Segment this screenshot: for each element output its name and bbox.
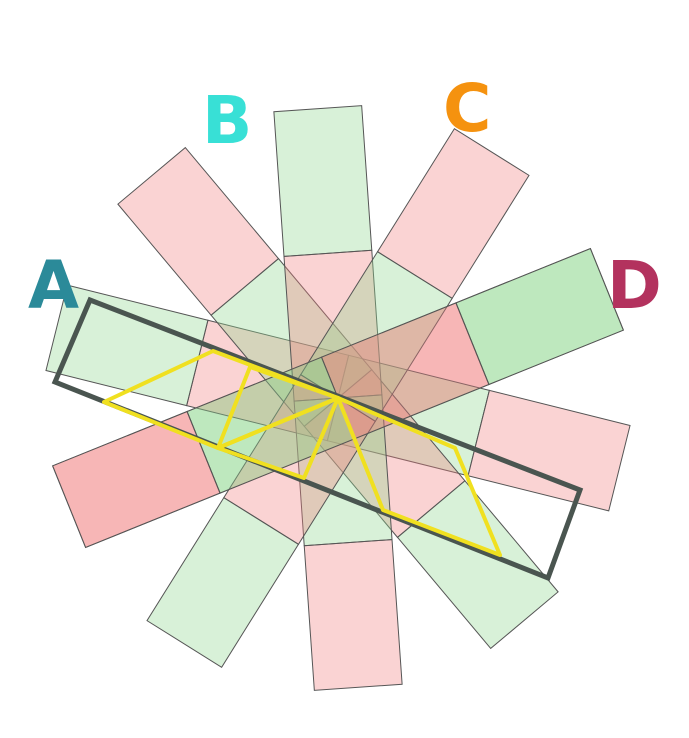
tile-segment (273, 105, 373, 257)
yellow-outlined-pieces (102, 349, 502, 557)
yellow-small-quad (216, 365, 340, 450)
label-d: D (607, 247, 662, 324)
tile-segment (396, 480, 559, 650)
yellow-right-quad (336, 396, 502, 557)
label-c: C (443, 70, 491, 147)
label-b: B (202, 82, 252, 159)
tile-segment (146, 496, 300, 668)
tile-segment (303, 539, 403, 691)
label-a: A (28, 247, 79, 324)
tile-segment (51, 410, 221, 549)
highlighted-strip-outline (51, 296, 584, 582)
tile-segment (467, 389, 631, 512)
rectangle-tiles (45, 105, 631, 691)
